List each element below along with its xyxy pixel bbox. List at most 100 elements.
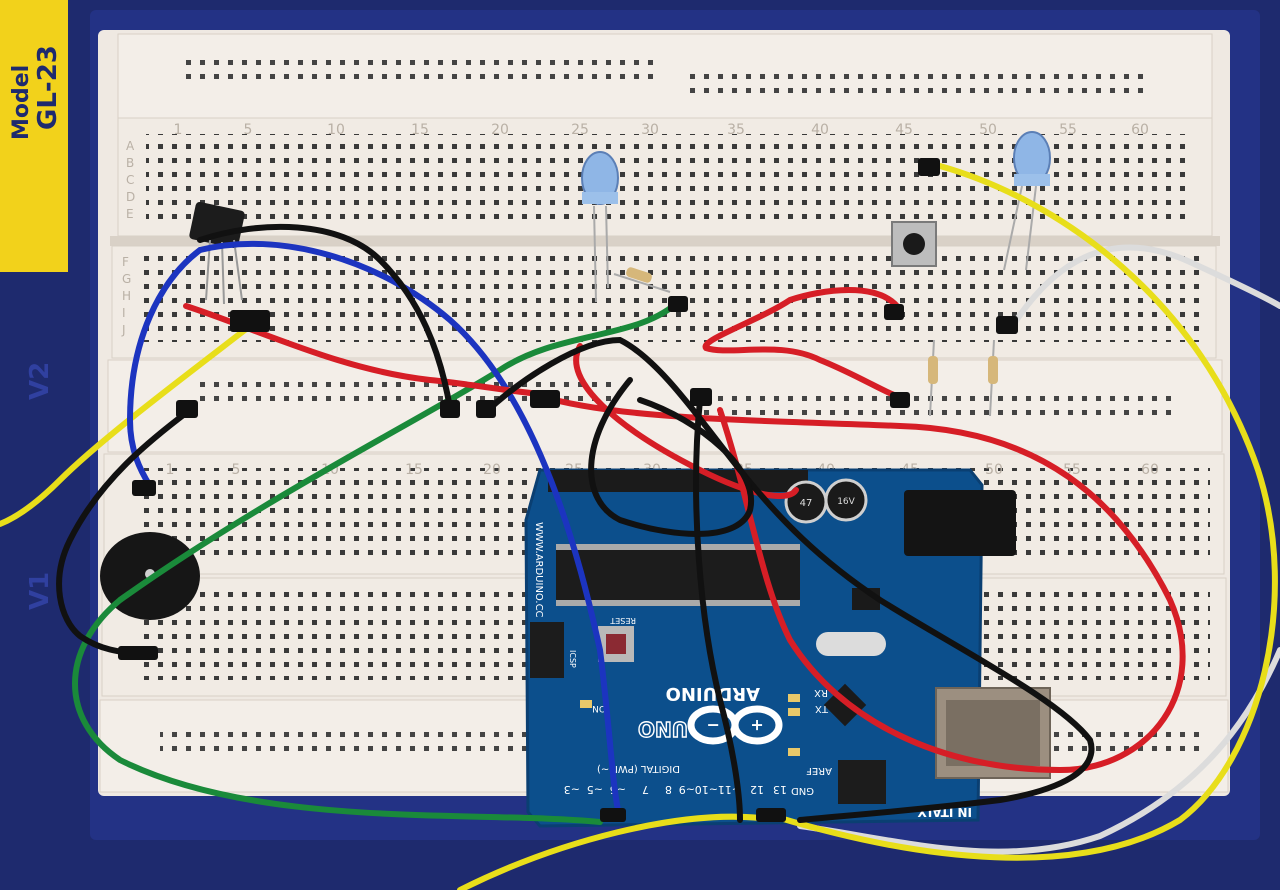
dc-power-jack: [904, 490, 1016, 556]
resistor-button: [928, 339, 938, 417]
wire-yellow-right: [777, 163, 1278, 861]
row-label-D: D: [126, 190, 135, 204]
row-label-E: E: [126, 207, 134, 221]
atmega-chip: [556, 546, 800, 602]
plug-red-bottom: [890, 392, 910, 408]
arduino-model-text: UNO: [638, 717, 688, 741]
column-label-1: 1: [174, 122, 183, 138]
wires: [0, 163, 1280, 890]
arduino-uno: 47 16V + − ARDUINO UNO WWW.ARDUINO.CC IN…: [524, 468, 1051, 828]
wire-yellow-left: [0, 323, 253, 527]
capacitor-right: [824, 478, 868, 522]
wire-red-button: [702, 287, 907, 401]
digital-pwm-label: DIGITAL (PWM~): [597, 763, 680, 774]
column-label-30: 30: [641, 122, 659, 138]
center-channel: [110, 236, 1220, 246]
top-rail-holes-right: [690, 66, 1150, 98]
plug-bottom-a: [600, 808, 626, 822]
wire-white: [1007, 244, 1280, 333]
crystal-oscillator: [816, 632, 886, 656]
tx-led: [788, 694, 800, 702]
pin-label-13: 13: [773, 783, 787, 796]
row-label-B: B: [126, 156, 134, 170]
column-label-50: 50: [979, 122, 997, 138]
pin-label-12: 12: [750, 783, 764, 796]
on-led: [580, 700, 592, 708]
rx-led: [788, 708, 800, 716]
model-label: Model GL-23: [0, 0, 68, 272]
arduino-brand-text: ARDUINO: [666, 683, 760, 704]
aref-label: AREF: [806, 765, 832, 776]
reset-label: RESET: [610, 616, 636, 625]
plug-black-middle: [176, 400, 198, 418]
row-label-H: H: [122, 289, 131, 303]
model-label-line1: Model: [9, 65, 34, 140]
column-label-5: 5: [244, 122, 253, 138]
column-label-lower-15: 15: [405, 462, 423, 478]
wire-red-loop: [537, 393, 1186, 774]
plug-black-a: [440, 400, 460, 418]
icsp-header-right: [838, 760, 886, 804]
capacitor-value: 47: [800, 498, 813, 509]
on-label: ON: [592, 703, 606, 713]
wire-black-top: [197, 223, 453, 411]
arduino-url-text: WWW.ARDUINO.CC: [533, 522, 544, 618]
column-label-lower-1: 1: [166, 462, 175, 478]
push-button[interactable]: [891, 221, 937, 267]
column-label-15: 15: [411, 122, 429, 138]
wire-green: [72, 297, 683, 825]
plug-black-c: [690, 388, 712, 406]
plug-red-top: [884, 304, 904, 320]
row-label-J: J: [121, 323, 126, 337]
row-label-C: C: [126, 173, 134, 187]
wire-black-mid: [483, 336, 1095, 823]
middle-rail-holes-right: [700, 390, 1180, 420]
blue-led-left: [581, 151, 619, 303]
column-label-10: 10: [327, 122, 345, 138]
plug-red-left: [530, 390, 560, 408]
wire-white-bottom: [797, 647, 1280, 855]
column-label-60: 60: [1131, 122, 1149, 138]
wire-black-loop: [588, 377, 755, 537]
wire-plugs: [118, 158, 1018, 822]
row-label-A: A: [126, 139, 135, 153]
tx-label: TX: [815, 703, 829, 714]
svg-text:−: −: [706, 716, 719, 735]
row-label-F: F: [122, 255, 129, 269]
column-label-45: 45: [895, 122, 913, 138]
pin-label-7: 7: [642, 783, 649, 796]
plug-cluster-left: [230, 310, 270, 332]
plug-bottom-b: [756, 808, 786, 822]
resistor-right: [988, 339, 998, 417]
pin-label-pwm10: ~10: [695, 783, 718, 796]
column-label-lower-20: 20: [483, 462, 501, 478]
icsp-header: [530, 622, 564, 678]
v1-label: V1: [25, 572, 55, 610]
wire-black-left: [56, 407, 193, 657]
chip-pins-top: [556, 544, 800, 550]
column-label-35: 35: [727, 122, 745, 138]
wire-red-center: [573, 343, 799, 499]
wire-blue-left: [126, 247, 203, 489]
column-label-lower-5: 5: [232, 462, 241, 478]
pin-label-8: 8: [665, 783, 672, 796]
pin-label-pwm9: ~9: [679, 783, 695, 796]
column-label-40: 40: [811, 122, 829, 138]
rx-label: RX: [814, 687, 828, 698]
resistor-led: [613, 267, 671, 293]
model-label-line2: GL-23: [33, 45, 63, 130]
capacitor-voltage: 16V: [837, 497, 855, 507]
svg-text:+: +: [750, 716, 763, 735]
plug-blue: [132, 480, 156, 496]
l-led: [788, 748, 800, 756]
plug-black-left: [118, 646, 158, 660]
v2-label: V2: [25, 362, 55, 400]
row-label-I: I: [122, 306, 126, 320]
plug-black-b: [476, 400, 496, 418]
wire-yellow-bottom: [457, 813, 763, 890]
top-rail-holes-left: [180, 56, 660, 86]
